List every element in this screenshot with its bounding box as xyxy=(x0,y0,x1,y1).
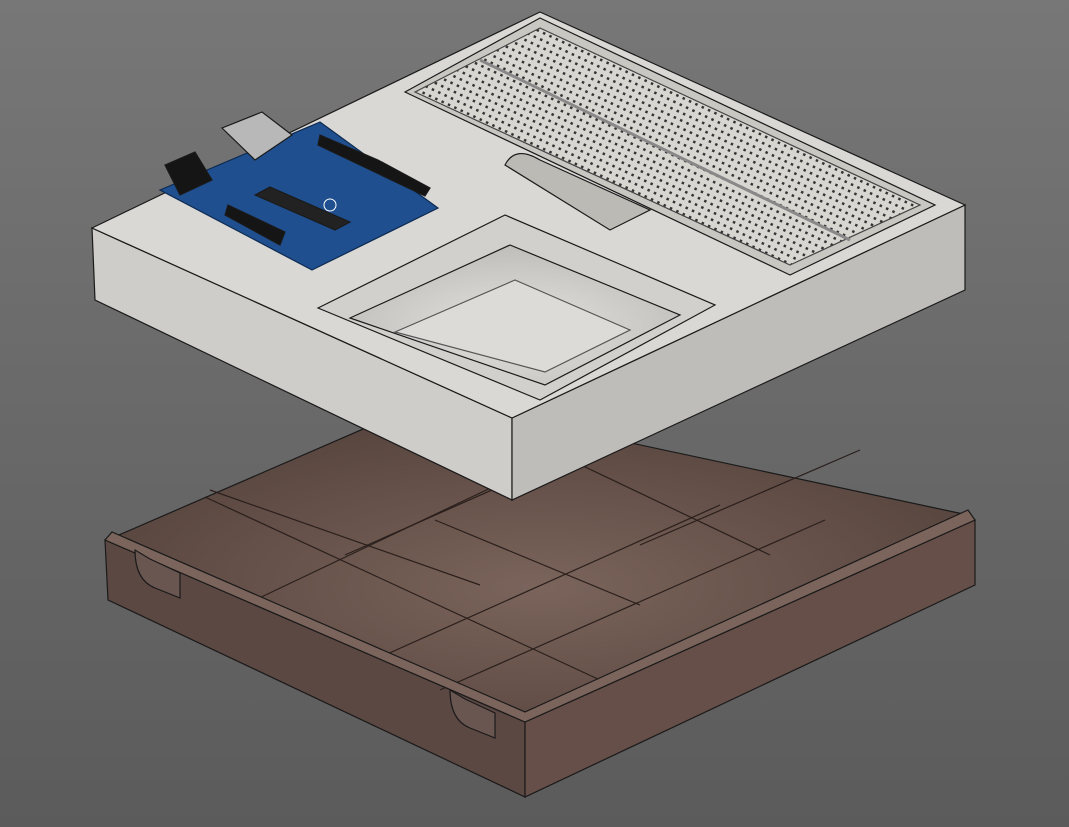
tray-latch-left xyxy=(134,548,181,599)
header-bottom xyxy=(224,204,286,246)
usb-connector xyxy=(220,111,294,161)
tray-latch-front xyxy=(449,688,496,739)
center-cavity xyxy=(316,214,717,401)
header-top xyxy=(317,134,431,197)
tray-rim xyxy=(104,509,976,723)
tray-dividers xyxy=(204,419,861,691)
arduino-board xyxy=(158,111,440,271)
breadboard xyxy=(413,27,922,266)
breadboard-recess xyxy=(403,17,937,276)
microcontroller-chip xyxy=(253,186,352,231)
lid-top-face xyxy=(90,11,967,419)
lid[interactable] xyxy=(90,11,967,501)
compartment-tray[interactable] xyxy=(104,399,976,798)
power-jack xyxy=(164,151,213,196)
